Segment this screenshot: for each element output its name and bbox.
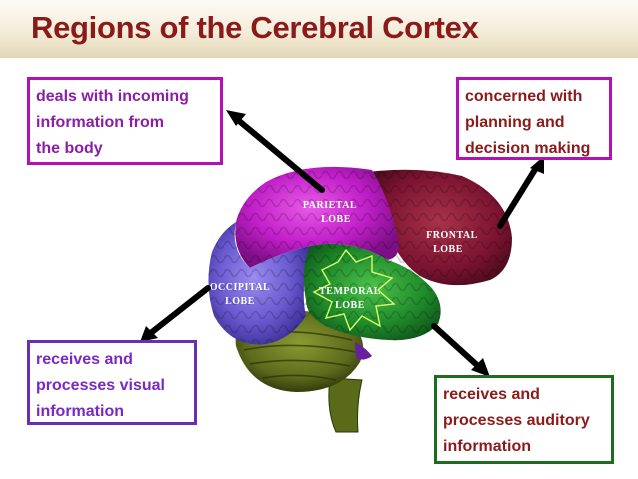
- arrow-to-occipital-box: [140, 285, 211, 342]
- frontal-callout-box: concerned with planning and decision mak…: [456, 77, 612, 160]
- parietal-lobe-label: PARIETAL: [303, 200, 357, 211]
- callout-line: processes visual: [36, 377, 165, 394]
- arrow-to-parietal-box: [226, 110, 325, 193]
- occipital-lobe-label-2: LOBE: [225, 296, 255, 307]
- callout-line: information: [443, 438, 531, 455]
- callout-line: processes auditory: [443, 412, 590, 429]
- title-bar: Regions of the Cerebral Cortex: [0, 0, 638, 58]
- callout-line: the body: [36, 140, 103, 157]
- frontal-lobe-label: FRONTAL: [426, 230, 478, 241]
- callout-line: receives and: [443, 386, 540, 403]
- temporal-lobe-label: TEMPORAL: [319, 286, 381, 297]
- occipital-lobe-label: OCCIPITAL: [210, 282, 270, 293]
- parietal-callout-box: deals with incoming information from the…: [27, 77, 223, 165]
- temporal-starburst: [312, 248, 396, 332]
- callout-line: receives and: [36, 351, 133, 368]
- callout-line: decision making: [465, 140, 591, 157]
- arrow-to-temporal-box: [431, 323, 490, 377]
- callout-line: information: [36, 403, 124, 420]
- temporal-callout-box: receives and processes auditory informat…: [434, 375, 614, 464]
- arrow-to-frontal-box: [497, 156, 544, 229]
- occipital-callout-box: receives and processes visual informatio…: [27, 340, 197, 425]
- temporal-lobe-label-2: LOBE: [335, 300, 365, 311]
- callout-line: planning and: [465, 114, 565, 131]
- parietal-lobe-label-2: LOBE: [321, 214, 351, 225]
- callout-line: deals with incoming: [36, 88, 189, 105]
- frontal-lobe-label-2: LOBE: [433, 244, 463, 255]
- callout-line: concerned with: [465, 88, 583, 105]
- slide-title: Regions of the Cerebral Cortex: [31, 10, 479, 45]
- brain-stem: [328, 377, 363, 433]
- callout-line: information from: [36, 114, 164, 131]
